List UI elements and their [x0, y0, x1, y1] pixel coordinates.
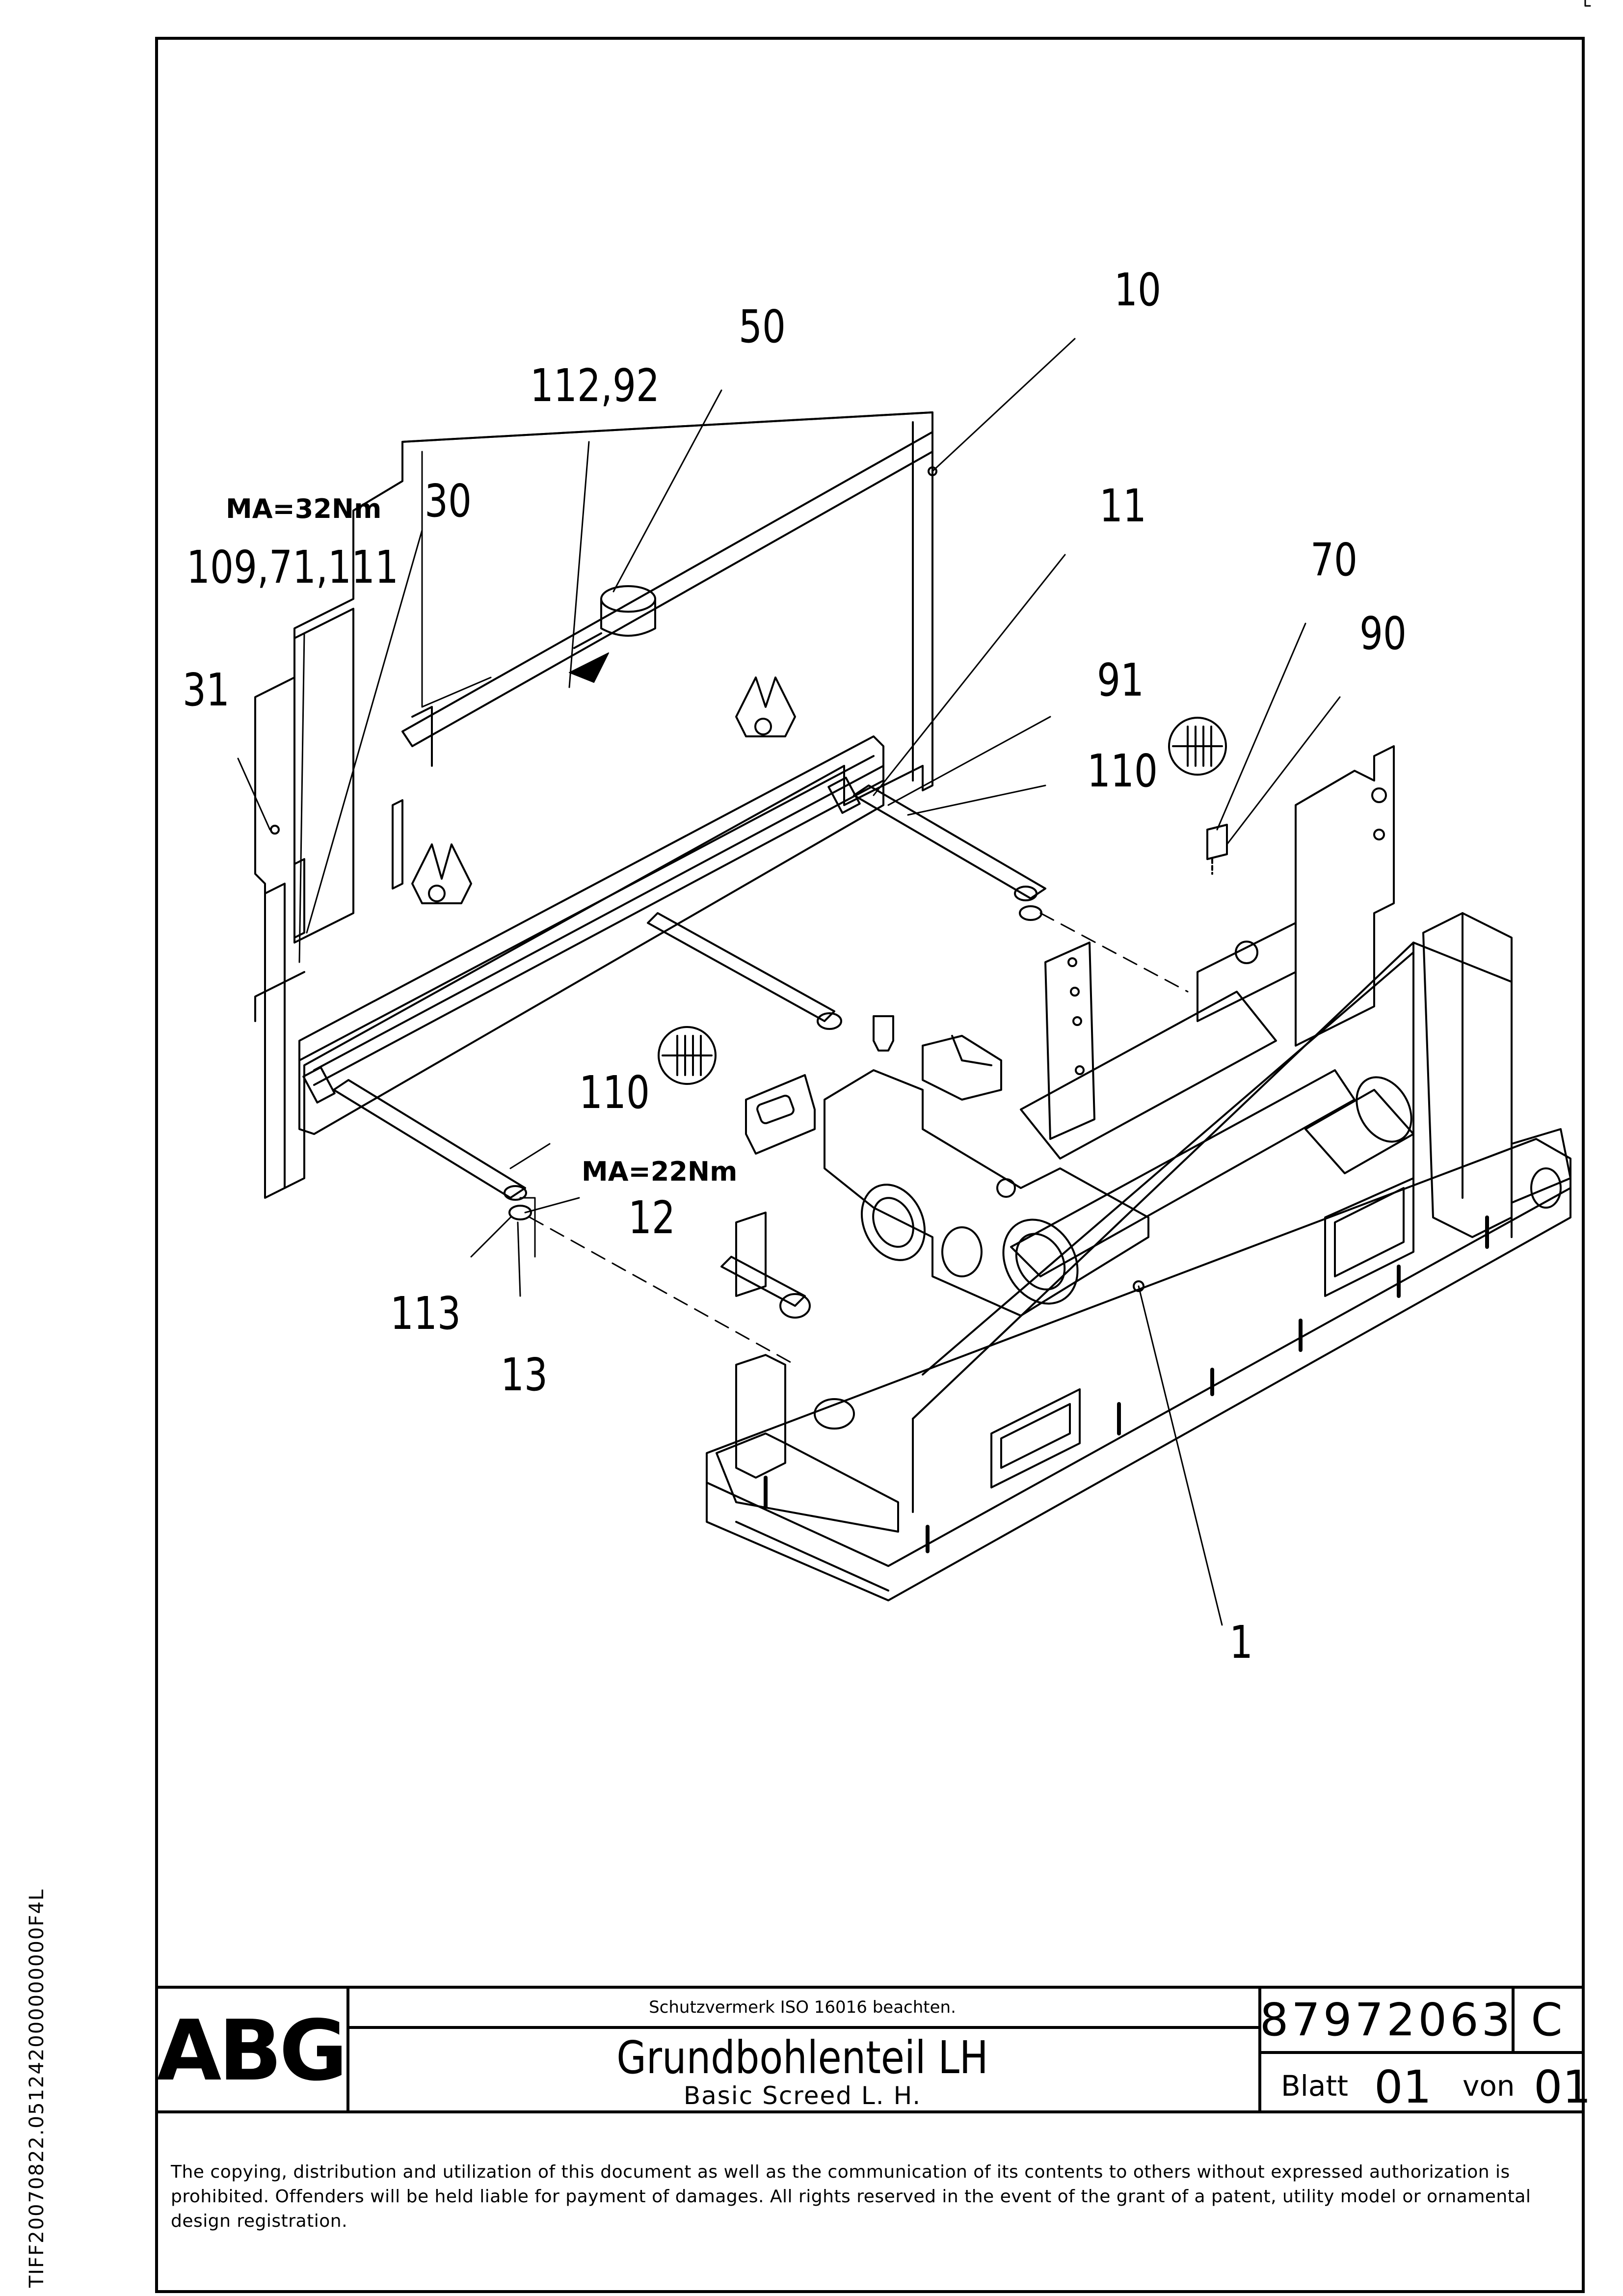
torque-upper: MA=32Nm: [226, 493, 382, 524]
callout-91: 91: [1097, 654, 1144, 706]
surface-symbol-upper: [1168, 717, 1227, 776]
callout-31: 31: [183, 664, 230, 716]
callout-1: 1: [1229, 1616, 1253, 1669]
abg-logo: ABG: [155, 1989, 349, 2113]
tie-rods: [333, 784, 1189, 1366]
torque-lower: MA=22Nm: [582, 1156, 738, 1187]
callout-110-lower: 110: [579, 1066, 650, 1119]
of-label: von: [1463, 2069, 1515, 2103]
callout-12: 12: [628, 1191, 676, 1244]
protection-note: Schutzvermerk ISO 16016 beachten.: [346, 1989, 1258, 2029]
drawing-frame: [155, 37, 1585, 2293]
callout-70: 70: [1310, 534, 1358, 586]
callout-113: 113: [390, 1287, 461, 1340]
sheet-label: Blatt: [1281, 2069, 1348, 2103]
callout-110-upper: 110: [1087, 745, 1158, 797]
side-plate: [254, 411, 937, 1199]
leader-lines: [237, 338, 1341, 1626]
callout-13: 13: [501, 1349, 548, 1401]
angle-bar: [298, 735, 884, 1135]
callout-90: 90: [1359, 607, 1407, 660]
sheet-info: Blatt 01 von 01: [1258, 2051, 1592, 2113]
image-file-code: TIFF20070822.051242000000000F4L: [26, 1888, 48, 2288]
copyright-notice: The copying, distribution and utilizatio…: [171, 2162, 1531, 2231]
callout-11: 11: [1099, 480, 1147, 532]
callout-50: 50: [739, 300, 786, 353]
surface-symbol-lower: [658, 1026, 717, 1085]
callout-109-71-111: 109,71,111: [186, 541, 399, 594]
screed-frame: [706, 745, 1571, 1601]
document-number: 87972063: [1258, 1989, 1515, 2054]
drawing-title-english: Basic Screed L. H.: [683, 2081, 922, 2110]
revision-letter: C: [1509, 1989, 1585, 2054]
callout-112-92: 112,92: [530, 359, 660, 412]
sheet-number: 01: [1374, 2061, 1432, 2113]
sheet-total: 01: [1534, 2061, 1592, 2113]
title-block: ABG Schutzvermerk ISO 16016 beachten. Gr…: [155, 1986, 1592, 2113]
callout-10: 10: [1114, 264, 1162, 316]
drawing-title-german: Grundbohlenteil LH: [616, 2031, 988, 2084]
callout-30: 30: [425, 475, 472, 527]
